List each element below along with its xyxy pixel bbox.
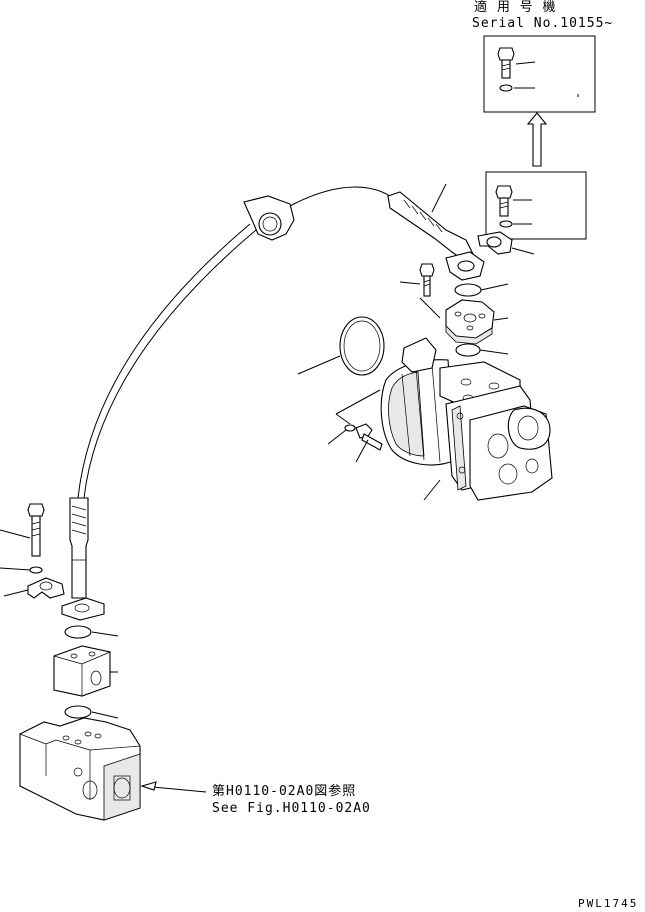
o-ring-lower-2 bbox=[64, 705, 119, 719]
washer-icon bbox=[499, 84, 513, 92]
serial-variant-box bbox=[483, 35, 596, 113]
old-variant-box bbox=[485, 171, 587, 240]
serial-note-title: 適 用 号 機 bbox=[474, 0, 557, 15]
o-ring-lower-1 bbox=[64, 625, 119, 639]
split-flange-lower bbox=[3, 577, 65, 599]
hydraulic-hose bbox=[77, 186, 391, 499]
bolt-icon bbox=[399, 263, 435, 297]
hose-fitting-upper bbox=[387, 183, 485, 281]
adapter-block bbox=[445, 299, 509, 345]
o-ring-upper bbox=[454, 283, 509, 297]
large-o-ring bbox=[297, 316, 385, 376]
hose-clamp bbox=[243, 195, 295, 241]
lower-adapter-block bbox=[53, 645, 118, 697]
split-flange-upper bbox=[477, 231, 535, 255]
reference-en: See Fig.H0110-02A0 bbox=[212, 801, 371, 816]
washer-icon bbox=[499, 220, 513, 228]
arrow-left-icon bbox=[140, 781, 157, 791]
reference-jp: 第H0110-02A0図参照 bbox=[212, 784, 357, 799]
serial-note-number: Serial No.10155~ bbox=[472, 16, 614, 31]
control-valve bbox=[19, 717, 207, 821]
o-ring-middle bbox=[455, 343, 509, 357]
bolt-icon bbox=[355, 423, 383, 463]
hose-fitting-lower bbox=[61, 497, 105, 621]
washer-icon bbox=[0, 566, 43, 574]
arrow-up-icon bbox=[526, 112, 548, 167]
bolt-icon bbox=[0, 503, 45, 557]
hydraulic-pump bbox=[380, 337, 553, 501]
drawing-code: PWL1745 bbox=[578, 897, 639, 910]
bolt-icon bbox=[497, 47, 515, 79]
washer-icon bbox=[327, 424, 356, 445]
bolt-icon bbox=[495, 185, 513, 217]
